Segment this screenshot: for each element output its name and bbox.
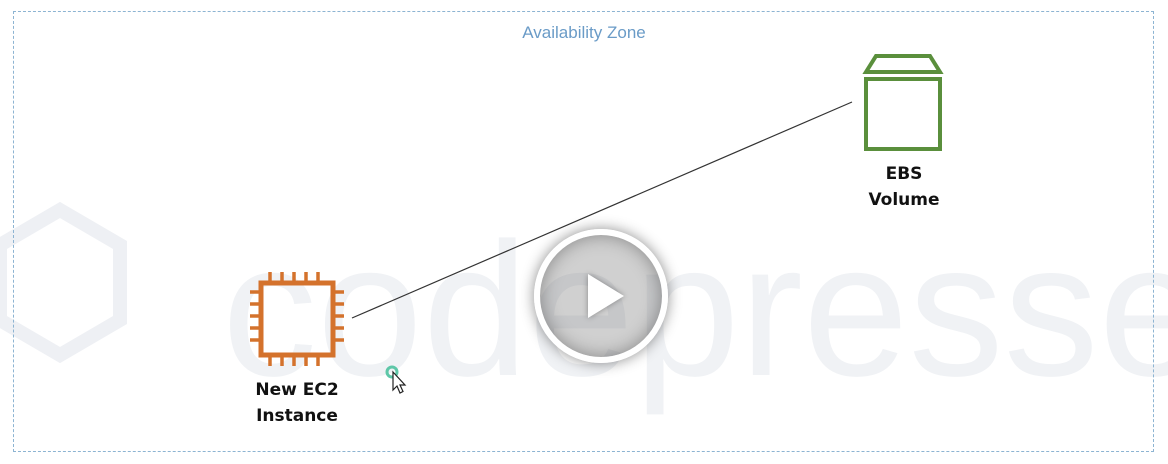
ec2-label-line1: New EC2 — [255, 380, 339, 400]
ebs-volume-icon[interactable] — [862, 54, 944, 151]
ebs-label-line1: EBS — [885, 164, 923, 184]
ec2-ebs-connector[interactable] — [351, 101, 853, 319]
mouse-pointer-icon — [385, 365, 407, 394]
availability-zone[interactable] — [13, 11, 1154, 452]
ec2-chip-icon[interactable] — [250, 272, 344, 366]
ebs-label-line2: Volume — [868, 190, 940, 210]
ec2-label-line2: Instance — [256, 406, 338, 426]
zone-label: Availability Zone — [522, 23, 646, 42]
play-button[interactable] — [534, 229, 668, 363]
play-icon — [588, 274, 624, 318]
ebs-label: EBS Volume — [834, 161, 974, 213]
ec2-label: New EC2 Instance — [227, 377, 367, 429]
